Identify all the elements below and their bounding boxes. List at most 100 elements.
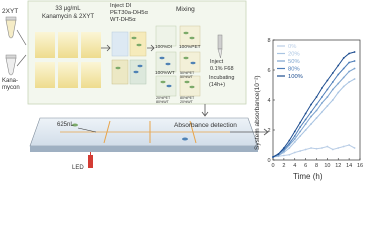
series-point xyxy=(326,145,329,148)
series-point xyxy=(293,138,296,140)
led-label: LED xyxy=(72,165,84,171)
x-tick-label: 8 xyxy=(315,163,318,169)
series-point xyxy=(321,147,323,149)
series-point xyxy=(299,130,302,133)
tube-icon-2xyt xyxy=(5,16,17,39)
series-point xyxy=(304,123,307,125)
mix-label-1: 100%DI xyxy=(155,45,173,50)
y-tick-label: 4 xyxy=(267,98,270,104)
label-2xyt: 2XYT xyxy=(2,8,19,15)
series-point xyxy=(348,81,351,83)
series-line-80pct xyxy=(272,60,355,158)
pipette-icon xyxy=(217,34,223,59)
series-point xyxy=(299,126,302,128)
series-point xyxy=(315,96,318,98)
mix-label-3: 100%WT xyxy=(155,71,175,76)
x-tick-label: 12 xyxy=(335,163,341,169)
series-point xyxy=(288,147,291,149)
series-point xyxy=(299,121,302,124)
series-point xyxy=(353,78,356,80)
arrow-icon-step2 xyxy=(147,44,155,52)
series-point xyxy=(342,145,345,148)
series-point xyxy=(293,135,296,137)
series-point xyxy=(315,109,318,112)
series-point xyxy=(348,144,351,146)
legend-label: 80% xyxy=(288,67,300,73)
y-tick-label: 2 xyxy=(267,128,270,134)
x-tick-label: 4 xyxy=(293,163,296,169)
series-point xyxy=(310,147,312,149)
series-point xyxy=(299,135,302,137)
series-point xyxy=(326,96,329,98)
x-tick-label: 14 xyxy=(346,163,352,169)
series-point xyxy=(288,139,291,142)
series-point xyxy=(304,148,307,151)
tube-icon-kanamycin xyxy=(5,54,17,76)
inject-note: Inject 0.1% F68 xyxy=(210,59,234,72)
series-point xyxy=(337,147,340,149)
chart-ylabel: System absorbance(10⁻²) xyxy=(254,75,261,150)
microfluidic-chip xyxy=(29,117,259,152)
series-point xyxy=(282,154,285,157)
series-line-0pct xyxy=(272,144,355,158)
series-point xyxy=(288,153,291,156)
series-point xyxy=(299,150,302,152)
step3-title: Mixing xyxy=(176,6,195,13)
x-tick-label: 2 xyxy=(282,163,285,169)
series-point xyxy=(348,70,351,73)
series-point xyxy=(293,141,296,143)
series-point xyxy=(342,57,345,59)
x-tick-label: 6 xyxy=(304,163,307,169)
x-tick-label: 10 xyxy=(324,163,330,169)
y-tick-label: 0 xyxy=(267,158,270,164)
series-point xyxy=(321,102,323,104)
mix-label-5: 50%PET 50%WT xyxy=(180,71,195,79)
series-line-50pct xyxy=(272,68,355,158)
series-line-100pct xyxy=(272,51,355,158)
legend-label: 0% xyxy=(288,44,296,50)
legend-label: 100% xyxy=(288,74,303,80)
step1-well-grid xyxy=(35,32,101,88)
series-point xyxy=(272,156,274,158)
series-point xyxy=(315,103,318,106)
arrow-icon-to-chip xyxy=(201,104,209,117)
x-tick-label: 0 xyxy=(271,163,274,169)
series-point xyxy=(342,85,345,88)
chart-xlabel: Time (h) xyxy=(293,172,323,181)
series-point xyxy=(348,52,351,55)
series-point xyxy=(293,151,296,154)
arrow-icon-step1 xyxy=(101,44,111,52)
incubate-note: Incubating (14h+) xyxy=(209,75,235,88)
series-point xyxy=(277,154,280,157)
series-point xyxy=(353,51,356,53)
tube-connector-1 xyxy=(16,29,27,46)
series-point xyxy=(282,147,285,149)
series-point xyxy=(337,91,340,94)
series-point xyxy=(331,81,334,83)
chip-volume-pointer xyxy=(77,127,97,133)
series-point xyxy=(342,76,345,79)
tube-connector-2 xyxy=(16,54,27,67)
series-point xyxy=(348,61,351,64)
series-point xyxy=(310,123,312,125)
series-point xyxy=(315,147,318,150)
series-point xyxy=(326,79,329,82)
series-point xyxy=(321,96,323,98)
step2-well-grid xyxy=(111,31,147,85)
series-point xyxy=(337,82,340,85)
led-icon xyxy=(88,152,93,168)
series-point xyxy=(331,88,334,91)
mix-label-4: 20%PET 80%WT xyxy=(156,96,171,104)
legend-label: 20% xyxy=(288,52,300,58)
step3-well-grid xyxy=(155,25,201,97)
series-line-20pct xyxy=(272,78,355,158)
series-point xyxy=(288,142,291,145)
series-point xyxy=(321,111,323,113)
series-point xyxy=(315,117,318,119)
step2-title: Inject DI PET30a-DH5α WT-DH5α xyxy=(110,3,148,23)
detection-label: Absorbance detection xyxy=(174,122,237,129)
series-point xyxy=(326,105,329,107)
series-point xyxy=(321,87,323,89)
y-tick-label: 8 xyxy=(267,38,270,44)
